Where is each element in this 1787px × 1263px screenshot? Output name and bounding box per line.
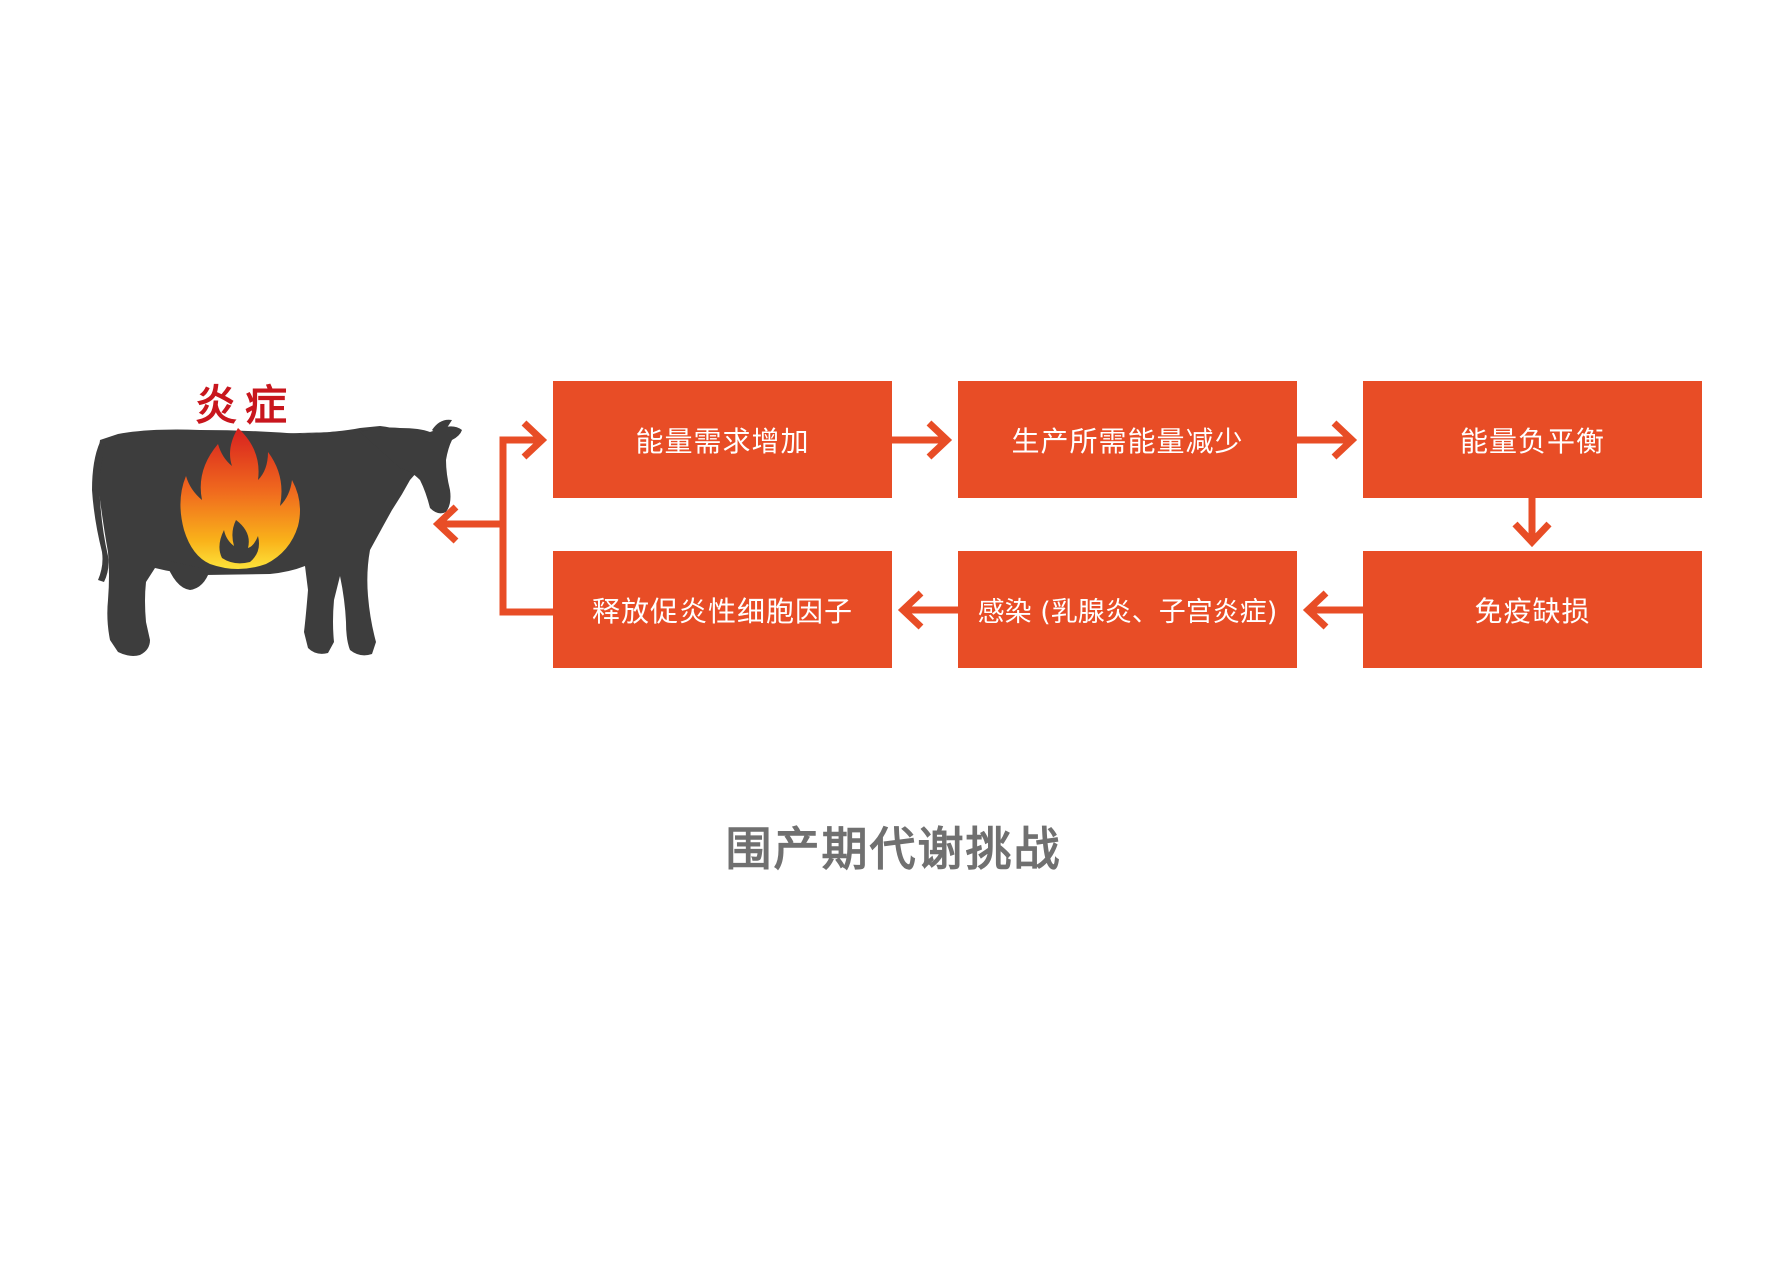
arrow-head [521, 420, 548, 460]
step-infection: 感染 (乳腺炎、子宫炎症) [958, 551, 1297, 668]
step-negative-energy-balance: 能量负平衡 [1363, 381, 1702, 498]
step-release-cytokines: 释放促炎性细胞因子 [553, 551, 892, 668]
arrow-head [1512, 521, 1552, 548]
arrow-head [432, 504, 459, 544]
flow-arrows [432, 420, 1552, 630]
feedback-bracket [499, 436, 553, 616]
arrow-head [897, 590, 924, 630]
inflammation-label: 炎症 [195, 381, 296, 430]
step-immune-deficiency: 免疫缺损 [1363, 551, 1702, 668]
step-energy-demand-increase: 能量需求增加 [553, 381, 892, 498]
arrow-head [1302, 590, 1329, 630]
arrow-head [1331, 420, 1358, 460]
diagram-caption: 围产期代谢挑战 [725, 822, 1062, 876]
step-energy-supply-decrease: 生产所需能量减少 [958, 381, 1297, 498]
fire-icon [180, 428, 300, 569]
arrow-head [926, 420, 953, 460]
